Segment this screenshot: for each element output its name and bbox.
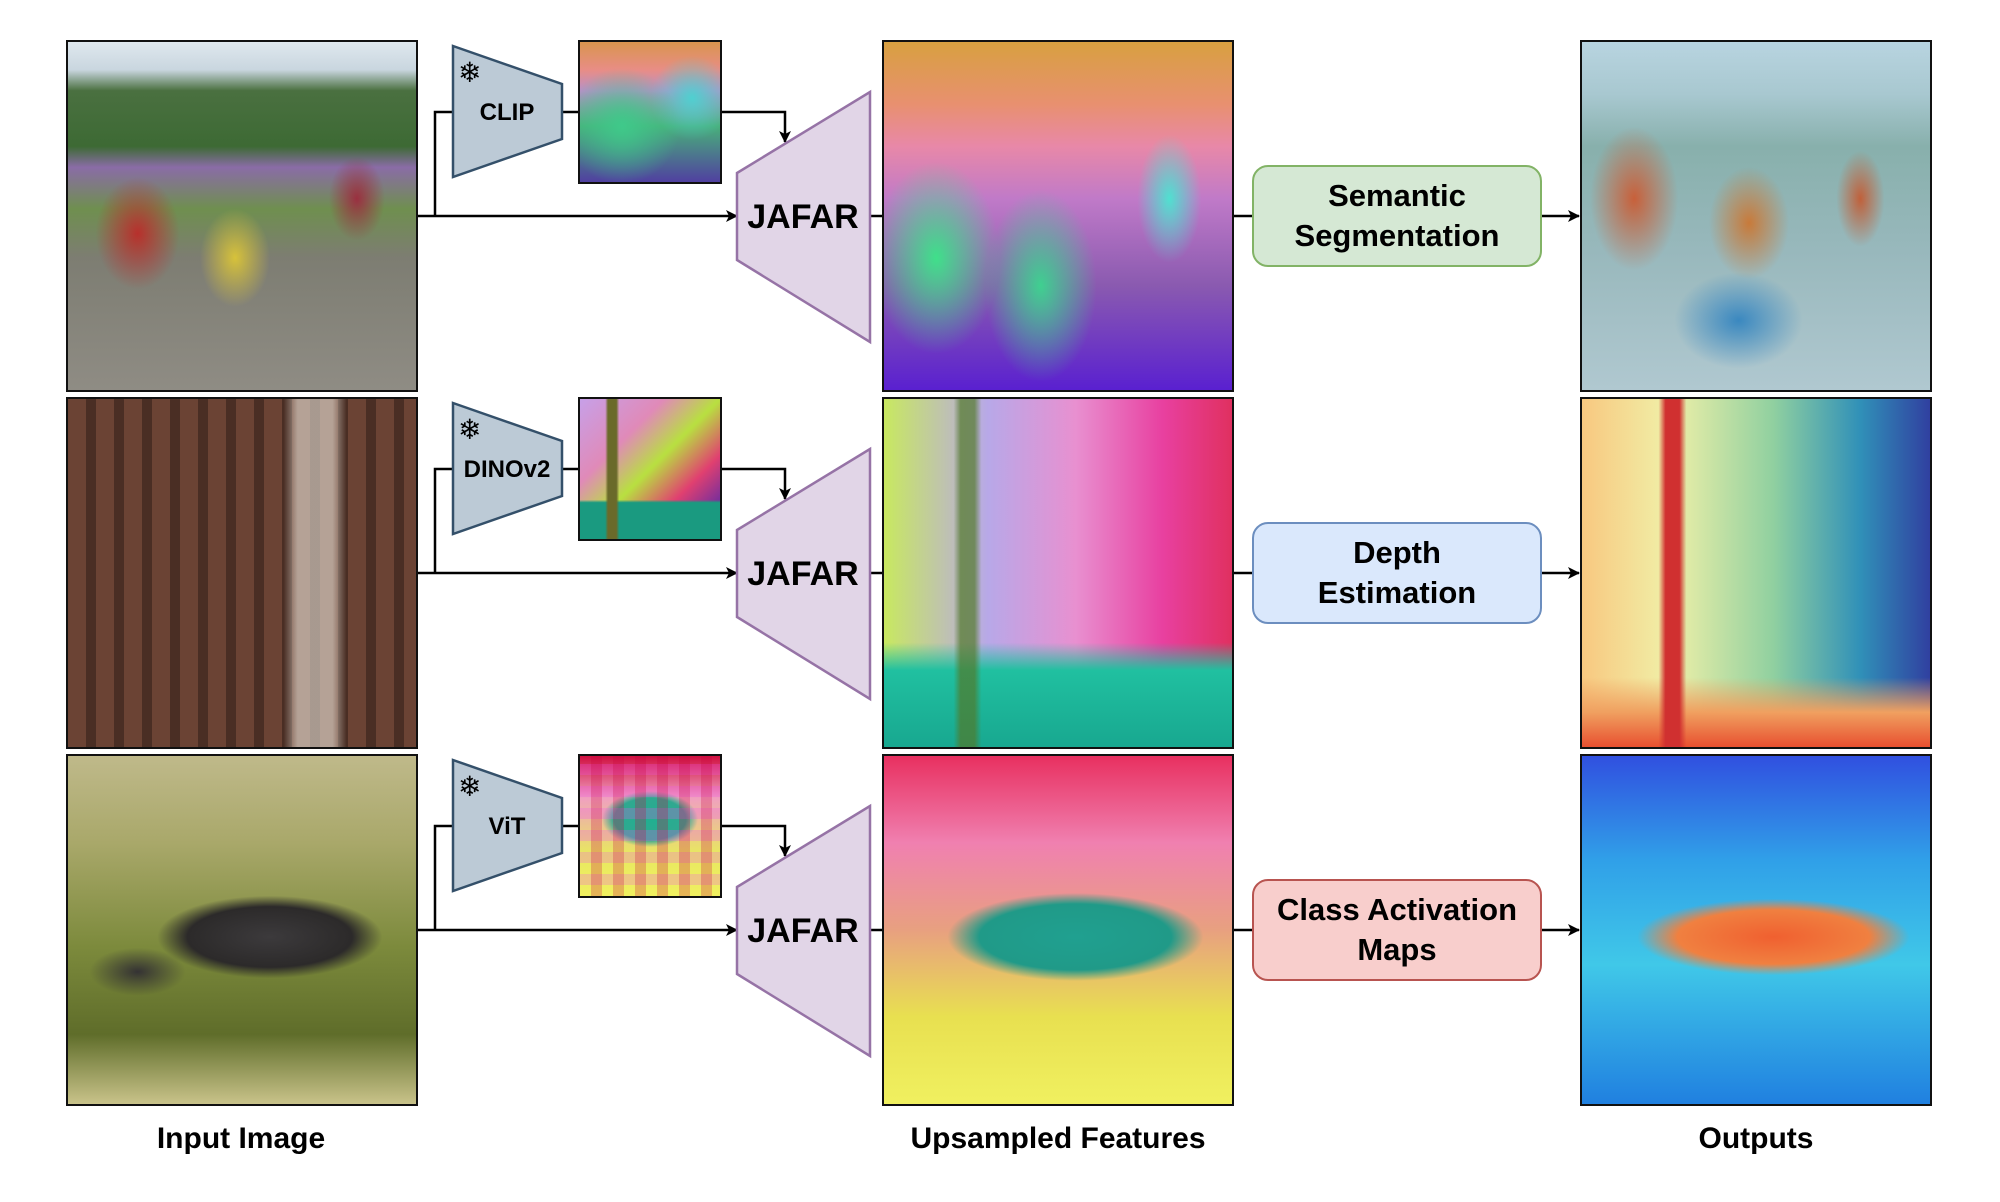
jafar-upsampler-shape [735, 446, 872, 702]
output-cam [1580, 754, 1932, 1106]
encoder-label: DINOv2 [464, 456, 551, 483]
encoder-label: ViT [489, 813, 526, 840]
feature-map-dinov2 [578, 397, 722, 541]
wire-feature-map-to-jafar [722, 110, 791, 143]
column-label-input: Input Image [156, 1122, 326, 1155]
task-label-line1: Semantic [1328, 178, 1466, 213]
task-label-line2: Estimation [1317, 575, 1477, 610]
feature-map-clip [578, 40, 722, 184]
input-image-street [66, 397, 418, 749]
wire-input-to-encoder [433, 824, 453, 930]
jafar-label: JAFAR [747, 912, 858, 950]
jafar-upsampler-shape [735, 89, 872, 345]
column-label-upsampled: Upsampled Features [910, 1122, 1206, 1155]
upsampled-features-street [882, 397, 1234, 749]
jafar-label: JAFAR [747, 555, 858, 593]
encoder-label: CLIP [480, 99, 535, 126]
task-label-line2: Maps [1357, 932, 1437, 967]
input-image-newt [66, 754, 418, 1106]
encoder-shape [451, 401, 564, 536]
jafar-label: JAFAR [747, 198, 858, 236]
snowflake-icon: ❄ [458, 56, 481, 89]
wire-feature-map-to-jafar [722, 824, 791, 857]
upsampled-features-cyclists [882, 40, 1234, 392]
task-label-line1: Depth [1353, 535, 1441, 570]
upsampled-features-newt [882, 754, 1234, 1106]
feature-map-vit [578, 754, 722, 898]
wire-feature-map-to-jafar [722, 467, 791, 500]
encoder-shape [451, 758, 564, 893]
input-image-cyclists [66, 40, 418, 392]
wire-input-to-encoder [433, 467, 453, 573]
output-depth [1580, 397, 1932, 749]
snowflake-icon: ❄ [458, 413, 481, 446]
task-label-line1: Class Activation [1276, 892, 1518, 927]
output-segmentation [1580, 40, 1932, 392]
column-label-outputs: Outputs [1698, 1122, 1814, 1155]
jafar-upsampler-shape [735, 803, 872, 1059]
encoder-shape [451, 44, 564, 179]
task-label-line2: Segmentation [1294, 218, 1500, 253]
snowflake-icon: ❄ [458, 770, 481, 803]
wire-input-to-encoder [433, 110, 453, 216]
